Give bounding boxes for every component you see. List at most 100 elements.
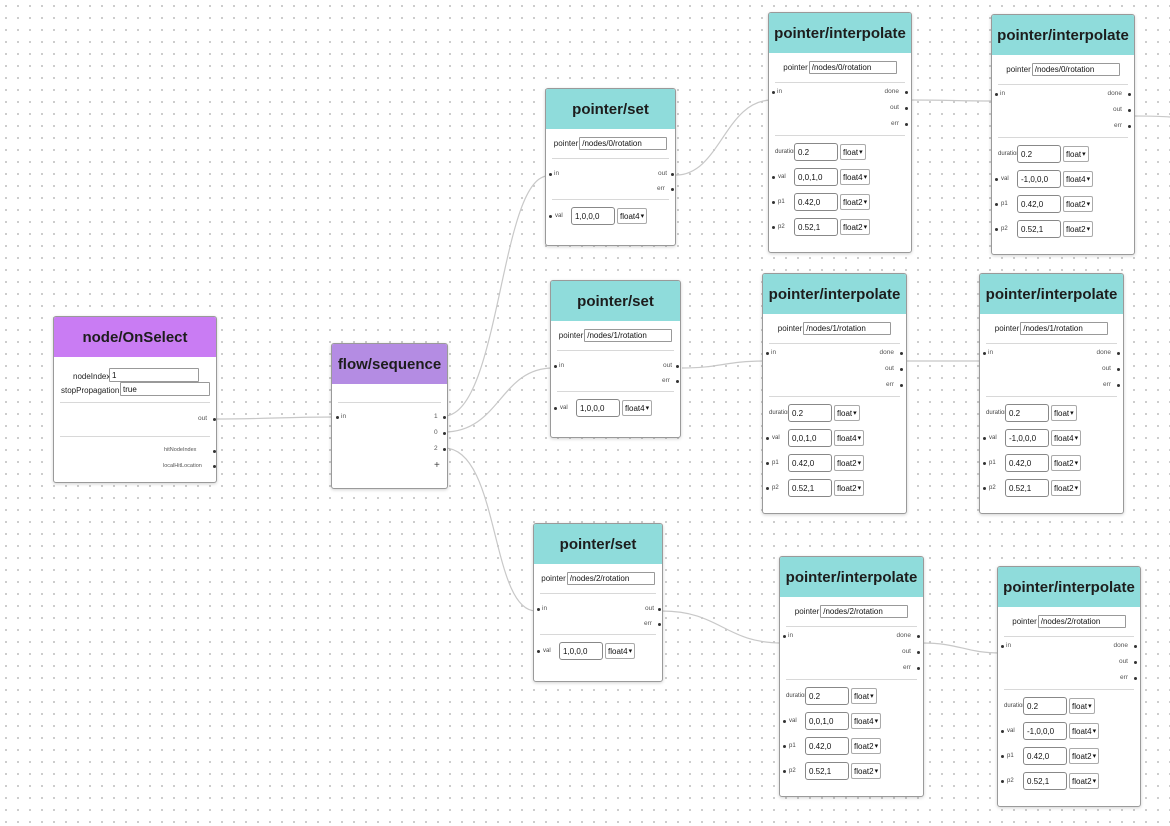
out-socket[interactable] [1128,109,1131,112]
stop-propagation-input[interactable] [120,382,210,396]
output-2-socket[interactable] [443,448,446,451]
value-input[interactable] [1023,697,1067,715]
pointer-input[interactable] [584,329,673,342]
sequence-node[interactable]: flow/sequence in 1 0 2 + [331,343,448,489]
value-input[interactable] [794,193,838,211]
value-input[interactable] [788,479,832,497]
done-socket[interactable] [900,352,903,355]
type-select[interactable]: float4▾ [834,430,865,446]
type-select[interactable]: float2▾ [834,455,865,471]
done-socket[interactable] [1117,352,1120,355]
input-socket[interactable] [995,227,998,231]
value-input[interactable] [788,454,832,472]
pointer-interpolate-node[interactable]: pointer/interpolatepointerindoneouterrdu… [762,273,907,514]
value-input[interactable] [1005,429,1049,447]
type-select[interactable]: float2▾ [834,480,865,496]
value-input[interactable] [788,429,832,447]
input-socket[interactable] [766,461,769,465]
local-hit-location-socket[interactable] [213,465,216,468]
done-socket[interactable] [917,635,920,638]
type-select[interactable]: float4▾ [1063,171,1094,187]
in-socket[interactable] [554,365,557,368]
input-socket[interactable] [983,486,986,490]
input-socket[interactable] [995,177,998,181]
pointer-input[interactable] [1020,322,1109,335]
hit-node-index-socket[interactable] [213,450,216,453]
input-socket[interactable] [983,461,986,465]
pointer-set-node[interactable]: pointer/set pointer in out err val float… [550,280,681,438]
input-socket[interactable] [1001,754,1004,758]
pointer-interpolate-node[interactable]: pointer/interpolatepointerindoneouterrdu… [991,14,1135,255]
value-input[interactable] [1005,479,1049,497]
type-select[interactable]: float2▾ [1063,221,1094,237]
out-socket[interactable] [900,368,903,371]
pointer-interpolate-node[interactable]: pointer/interpolatepointerindoneouterrdu… [997,566,1141,807]
value-input[interactable] [805,737,849,755]
value-input[interactable] [788,404,832,422]
type-select[interactable]: float2▾ [1051,455,1082,471]
value-input[interactable] [1017,220,1061,238]
input-socket[interactable] [783,769,786,773]
in-socket[interactable] [1001,645,1004,648]
input-socket[interactable] [1001,729,1004,733]
err-socket[interactable] [1117,384,1120,387]
pointer-input[interactable] [1031,63,1120,76]
pointer-input[interactable] [808,61,897,74]
value-input[interactable] [1023,747,1067,765]
out-socket[interactable] [676,365,679,368]
type-select[interactable]: float▾ [1069,698,1095,714]
input-socket[interactable] [783,744,786,748]
type-select[interactable]: float▾ [851,688,877,704]
input-socket[interactable] [983,436,986,440]
type-select[interactable]: float2▾ [1069,748,1100,764]
pointer-input[interactable] [579,137,668,150]
out-socket[interactable] [658,608,661,611]
pointer-interpolate-node[interactable]: pointer/interpolatepointerindoneouterrdu… [768,12,912,253]
type-select[interactable]: float4▾ [840,169,871,185]
err-socket[interactable] [676,380,679,383]
err-socket[interactable] [900,384,903,387]
value-input[interactable] [1023,772,1067,790]
err-socket[interactable] [1128,125,1131,128]
out-socket[interactable] [905,107,908,110]
add-output-button[interactable]: + [434,460,440,471]
input-socket[interactable] [772,175,775,179]
val-socket[interactable] [549,214,552,218]
type-select[interactable]: float4▾ [622,400,653,416]
type-select[interactable]: float4▾ [1069,723,1100,739]
in-socket[interactable] [549,173,552,176]
err-socket[interactable] [905,123,908,126]
value-input[interactable] [1017,145,1061,163]
type-select[interactable]: float▾ [840,144,866,160]
input-socket[interactable] [766,486,769,490]
pointer-interpolate-node[interactable]: pointer/interpolatepointerindoneouterrdu… [979,273,1124,514]
type-select[interactable]: float2▾ [851,738,882,754]
pointer-set-node[interactable]: pointer/set pointer in out err val float… [533,523,663,682]
pointer-input[interactable] [820,605,909,618]
type-select[interactable]: float▾ [1063,146,1089,162]
value-input[interactable] [1017,195,1061,213]
value-input[interactable] [794,143,838,161]
value-input[interactable] [794,168,838,186]
done-socket[interactable] [905,91,908,94]
type-select[interactable]: float4▾ [605,643,636,659]
input-socket[interactable] [995,202,998,206]
out-socket[interactable] [1134,661,1137,664]
in-socket[interactable] [766,352,769,355]
pointer-input[interactable] [1037,615,1126,628]
type-select[interactable]: float4▾ [617,208,648,224]
type-select[interactable]: float2▾ [840,194,871,210]
err-socket[interactable] [917,667,920,670]
value-input[interactable] [1005,454,1049,472]
value-input[interactable] [805,712,849,730]
value-input[interactable] [794,218,838,236]
out-socket[interactable] [1117,368,1120,371]
type-select[interactable]: float4▾ [1051,430,1082,446]
type-select[interactable]: float2▾ [851,763,882,779]
in-socket[interactable] [336,416,339,419]
type-select[interactable]: float2▾ [1069,773,1100,789]
input-socket[interactable] [783,719,786,723]
value-input[interactable] [805,687,849,705]
in-socket[interactable] [983,352,986,355]
in-socket[interactable] [537,608,540,611]
